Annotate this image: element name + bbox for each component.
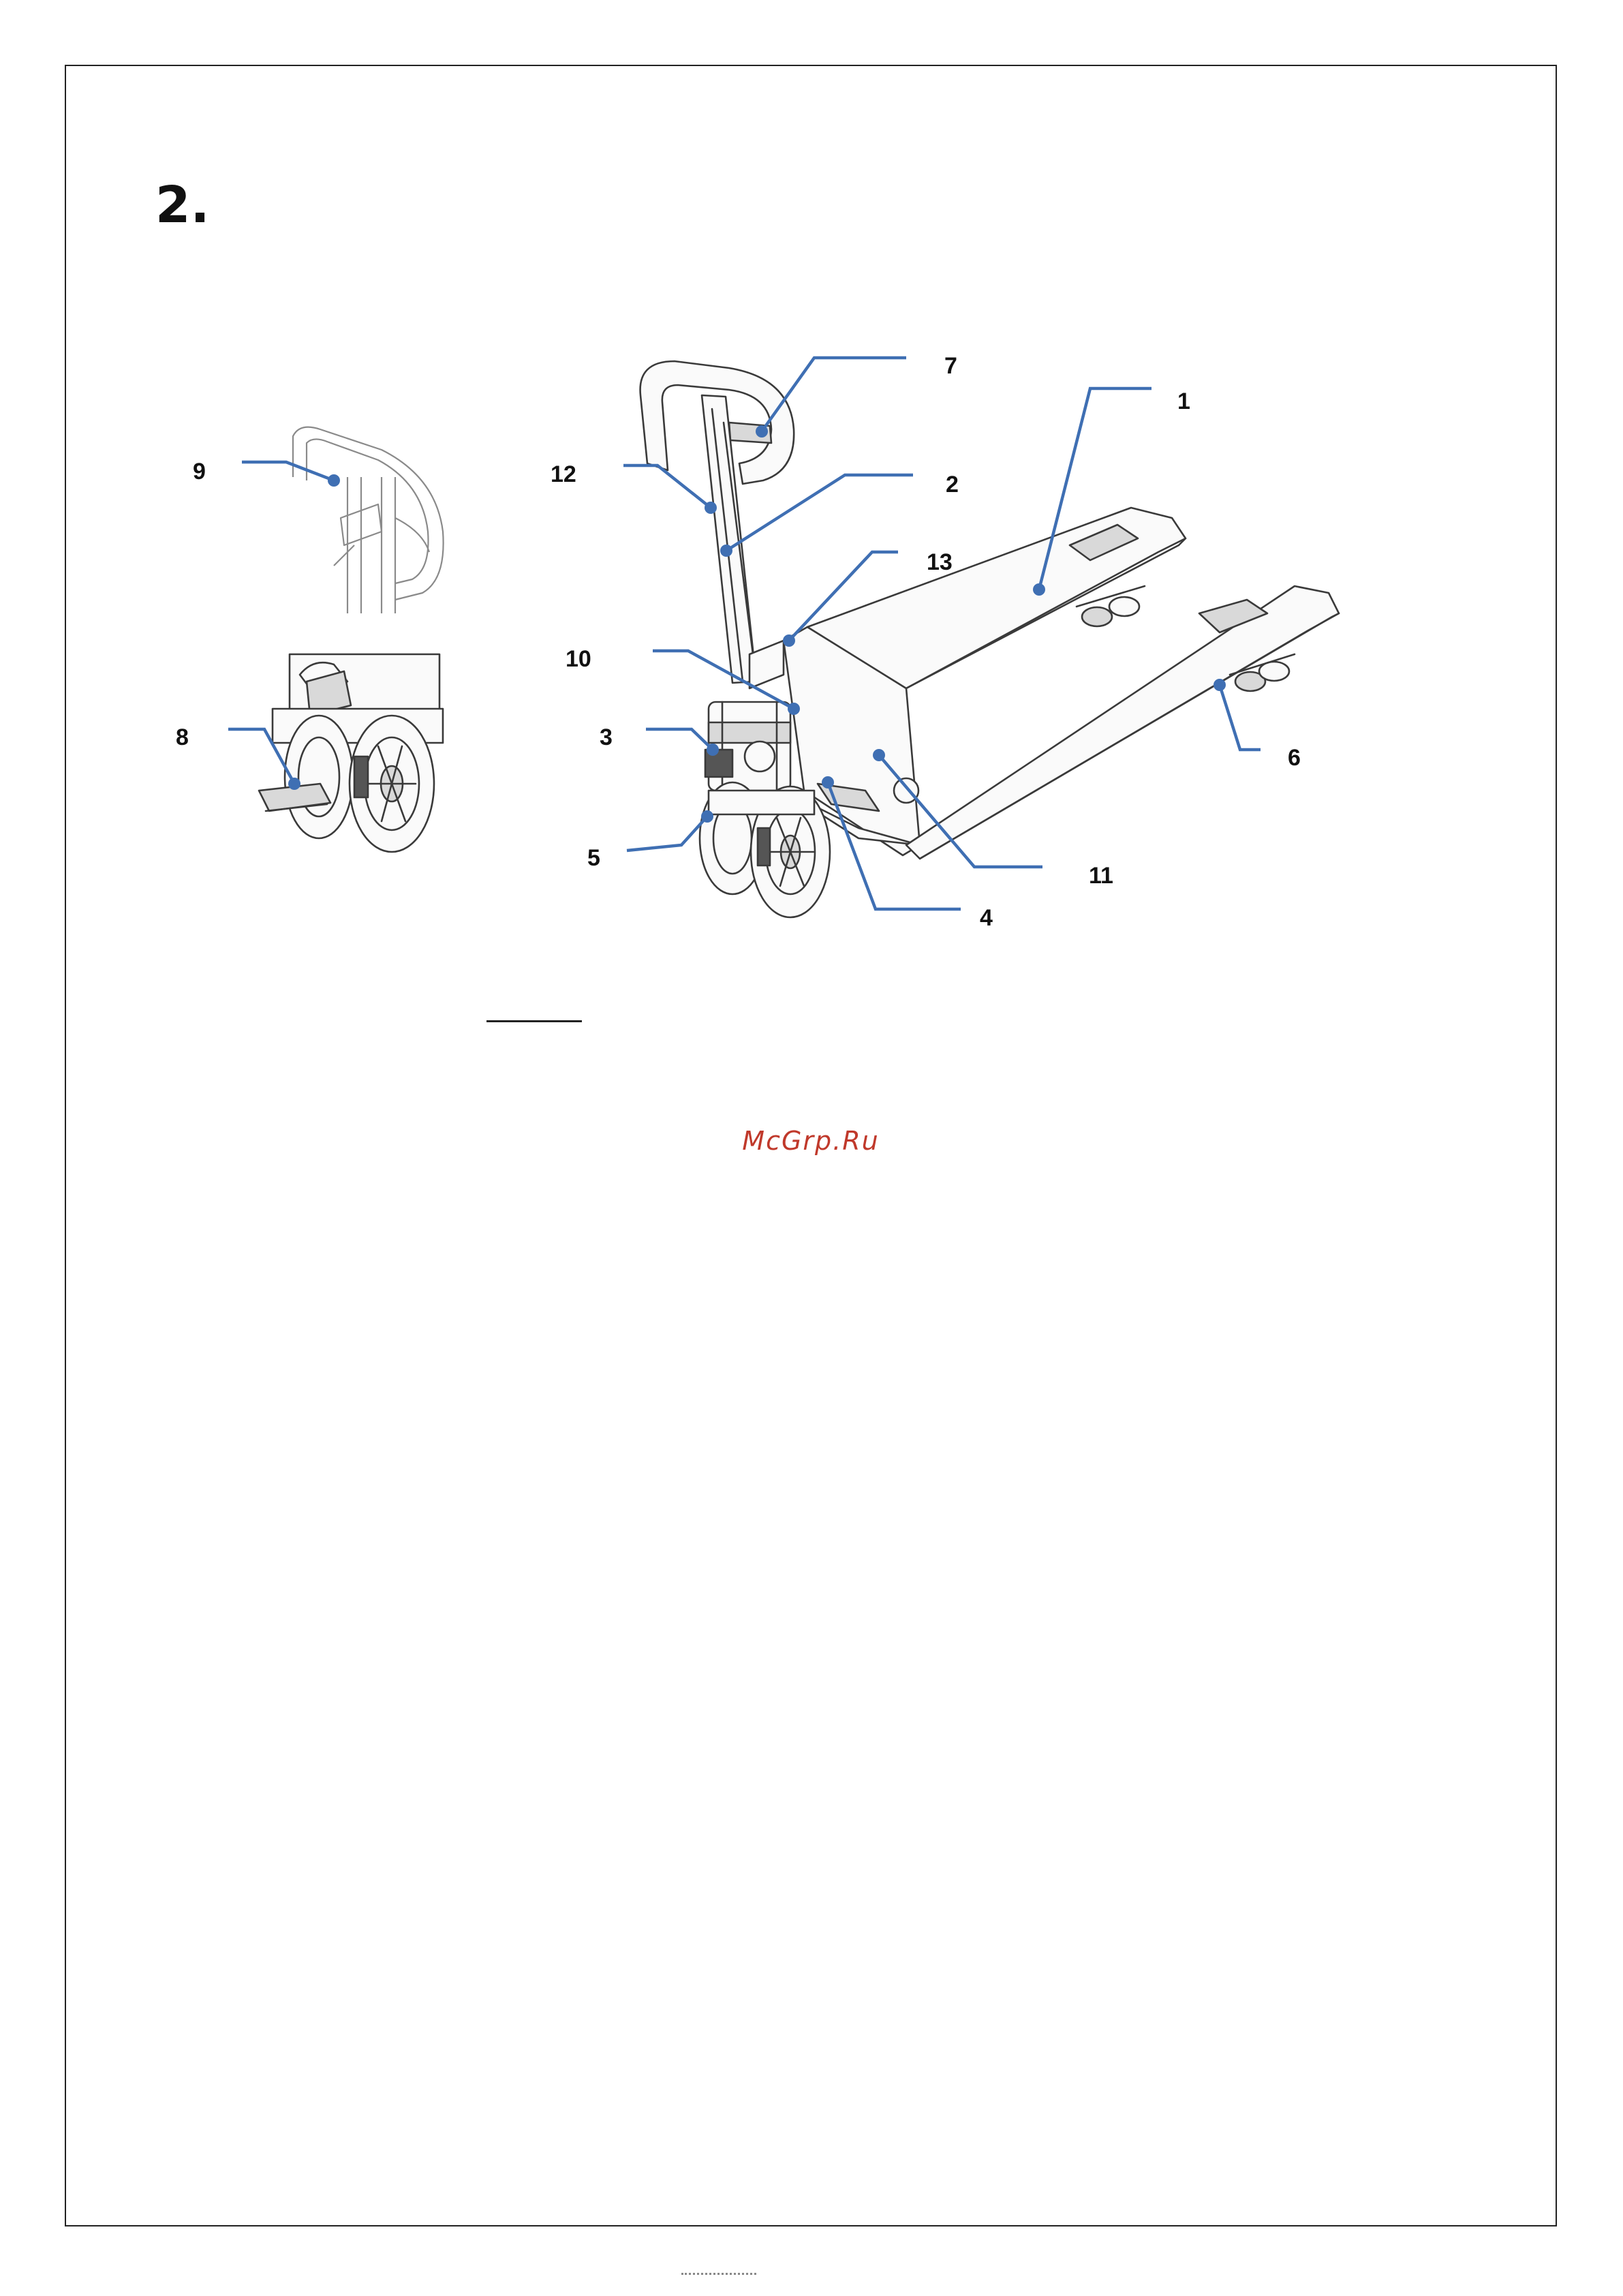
footer-rule	[681, 2273, 756, 2275]
callout-2: 2	[946, 472, 959, 498]
callout-11: 11	[1089, 863, 1113, 889]
callout-7: 7	[944, 353, 957, 379]
callout-4: 4	[980, 905, 993, 931]
callout-13: 13	[927, 549, 953, 575]
inset-handle-detail	[293, 427, 444, 613]
callout-9: 9	[193, 459, 206, 485]
callout-10: 10	[566, 646, 591, 672]
callout-6: 6	[1288, 745, 1301, 771]
callout-1: 1	[1177, 388, 1190, 414]
callout-5: 5	[587, 845, 600, 871]
caption-underline	[486, 1020, 582, 1022]
pallet-truck-main	[640, 361, 1339, 917]
callout-3: 3	[600, 724, 613, 750]
callout-12: 12	[551, 461, 576, 487]
watermark: McGrp.Ru	[681, 1126, 940, 1156]
callout-8: 8	[176, 724, 189, 750]
pallet-truck-diagram: 7 1 9 12 2 13 10 3 8 6 5 11 4	[0, 0, 1623, 1022]
inset-wheel-detail	[259, 654, 443, 852]
